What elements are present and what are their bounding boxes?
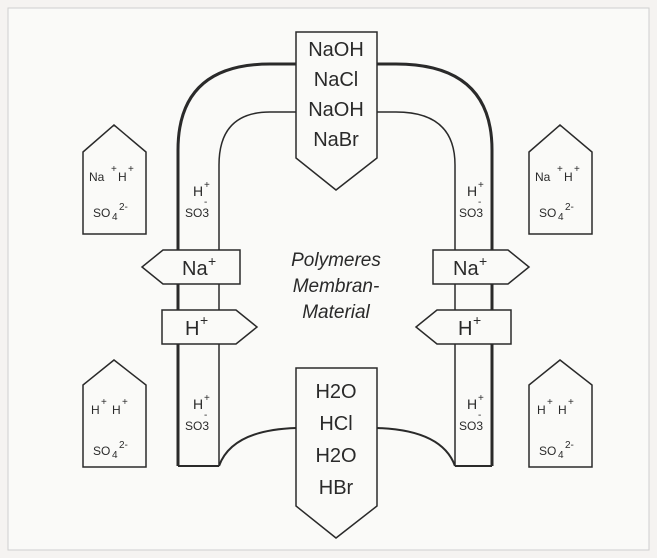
top-arrow-line-3: NaOH (308, 99, 364, 121)
na-arrow-left-plus: + (208, 253, 216, 269)
h-arrow-left-label: H (185, 318, 199, 340)
site-minus: - (478, 410, 481, 421)
membrane-lower-right (376, 427, 456, 467)
top-solution-arrow: NaOH NaCl NaOH NaBr (295, 31, 378, 191)
house-na-plus: + (111, 164, 117, 175)
site-h: H (467, 396, 477, 412)
site-h-plus: + (204, 180, 210, 191)
site-h-plus: + (478, 180, 484, 191)
h-arrow-right-label: H (458, 318, 472, 340)
house-so-sup: 2- (119, 440, 128, 451)
house-so-sup: 2- (565, 440, 574, 451)
house-so-sup: 2- (119, 202, 128, 213)
center-label-line-2: Membran- (293, 276, 380, 297)
h-arrow-left-plus: + (200, 312, 208, 328)
site-so3: SO3 (185, 419, 209, 433)
bottom-arrow-line-2: HCl (319, 413, 352, 435)
bottom-solution-arrow: H2O HCl H2O HBr (295, 367, 378, 539)
house-so: SO (93, 206, 110, 220)
top-arrow-line-1: NaOH (308, 39, 364, 61)
house-bottom-right: H + H + SO 4 2- (528, 359, 593, 468)
house-h1: H (91, 403, 100, 417)
site-h: H (467, 183, 477, 199)
h-arrow-right-plus: + (473, 312, 481, 328)
top-arrow-line-2: NaCl (314, 69, 358, 91)
membrane-inner-edge (218, 111, 456, 466)
site-so3: SO3 (185, 206, 209, 220)
site-left-bottom: H + - SO3 (185, 393, 210, 433)
site-so3: SO3 (459, 419, 483, 433)
house-h-plus: + (128, 164, 134, 175)
bottom-arrow-line-3: H2O (315, 445, 356, 467)
house-h2-plus: + (122, 397, 128, 408)
house-so: SO (539, 444, 556, 458)
site-minus: - (478, 197, 481, 208)
na-arrow-right: Na + (432, 249, 531, 285)
house-so-sub: 4 (112, 450, 118, 461)
na-arrow-right-label: Na (453, 258, 479, 280)
house-so-sub: 4 (558, 212, 564, 223)
h-arrow-right: H + (414, 309, 512, 345)
site-h: H (193, 396, 203, 412)
house-h2: H (112, 403, 121, 417)
top-arrow-line-4: NaBr (313, 129, 359, 151)
site-right-top: H + - SO3 (459, 180, 484, 220)
house-so-sub: 4 (558, 450, 564, 461)
house-h2-plus: + (568, 397, 574, 408)
house-h1: H (537, 403, 546, 417)
site-minus: - (204, 197, 207, 208)
site-so3: SO3 (459, 206, 483, 220)
house-top-right: Na + H + SO 4 2- (528, 124, 593, 235)
na-arrow-left-label: Na (182, 258, 208, 280)
h-arrow-left: H + (161, 309, 259, 345)
site-h-plus: + (204, 393, 210, 404)
site-minus: - (204, 410, 207, 421)
house-so: SO (539, 206, 556, 220)
membrane-lower-left (218, 427, 297, 467)
house-so-sub: 4 (112, 212, 118, 223)
house-h1-plus: + (101, 397, 107, 408)
na-arrow-left: Na + (140, 249, 241, 285)
house-bottom-left: H + H + SO 4 2- (82, 359, 147, 468)
center-label-line-1: Polymeres (291, 250, 381, 271)
house-na-plus: + (557, 164, 563, 175)
house-h2: H (558, 403, 567, 417)
bottom-arrow-line-1: H2O (315, 381, 356, 403)
house-h1-plus: + (547, 397, 553, 408)
site-right-bottom: H + - SO3 (459, 393, 484, 433)
house-na: Na (535, 170, 551, 184)
house-h: H (564, 170, 573, 184)
house-na: Na (89, 170, 105, 184)
bottom-arrow-line-4: HBr (319, 477, 354, 499)
house-h: H (118, 170, 127, 184)
house-h-plus: + (574, 164, 580, 175)
site-left-top: H + - SO3 (185, 180, 210, 220)
site-h: H (193, 183, 203, 199)
house-so: SO (93, 444, 110, 458)
house-top-left: Na + H + SO 4 2- (82, 124, 147, 235)
house-so-sup: 2- (565, 202, 574, 213)
center-label: Polymeres Membran- Material (291, 250, 381, 323)
na-arrow-right-plus: + (479, 253, 487, 269)
site-h-plus: + (478, 393, 484, 404)
center-label-line-3: Material (302, 302, 370, 323)
